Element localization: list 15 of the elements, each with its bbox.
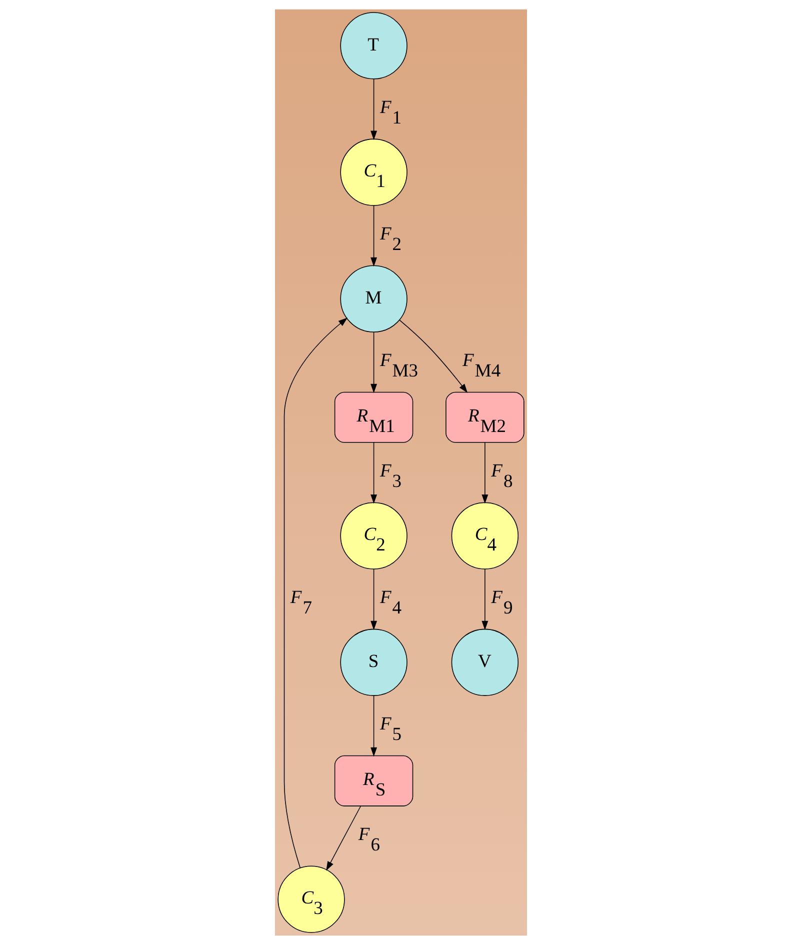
node-circle: M <box>340 265 408 332</box>
arrow <box>370 568 378 630</box>
node-circle: V <box>451 628 518 696</box>
arrow <box>370 78 378 140</box>
arrow <box>370 442 378 504</box>
arrow <box>482 568 488 630</box>
node-circle: S <box>340 628 408 696</box>
arrow <box>399 320 468 394</box>
arrow <box>326 806 362 871</box>
arrow <box>482 442 488 504</box>
arrow <box>370 332 378 394</box>
node-circle: T <box>340 12 408 80</box>
arrow <box>284 318 348 868</box>
arrow <box>370 695 378 757</box>
arrow <box>370 205 378 267</box>
